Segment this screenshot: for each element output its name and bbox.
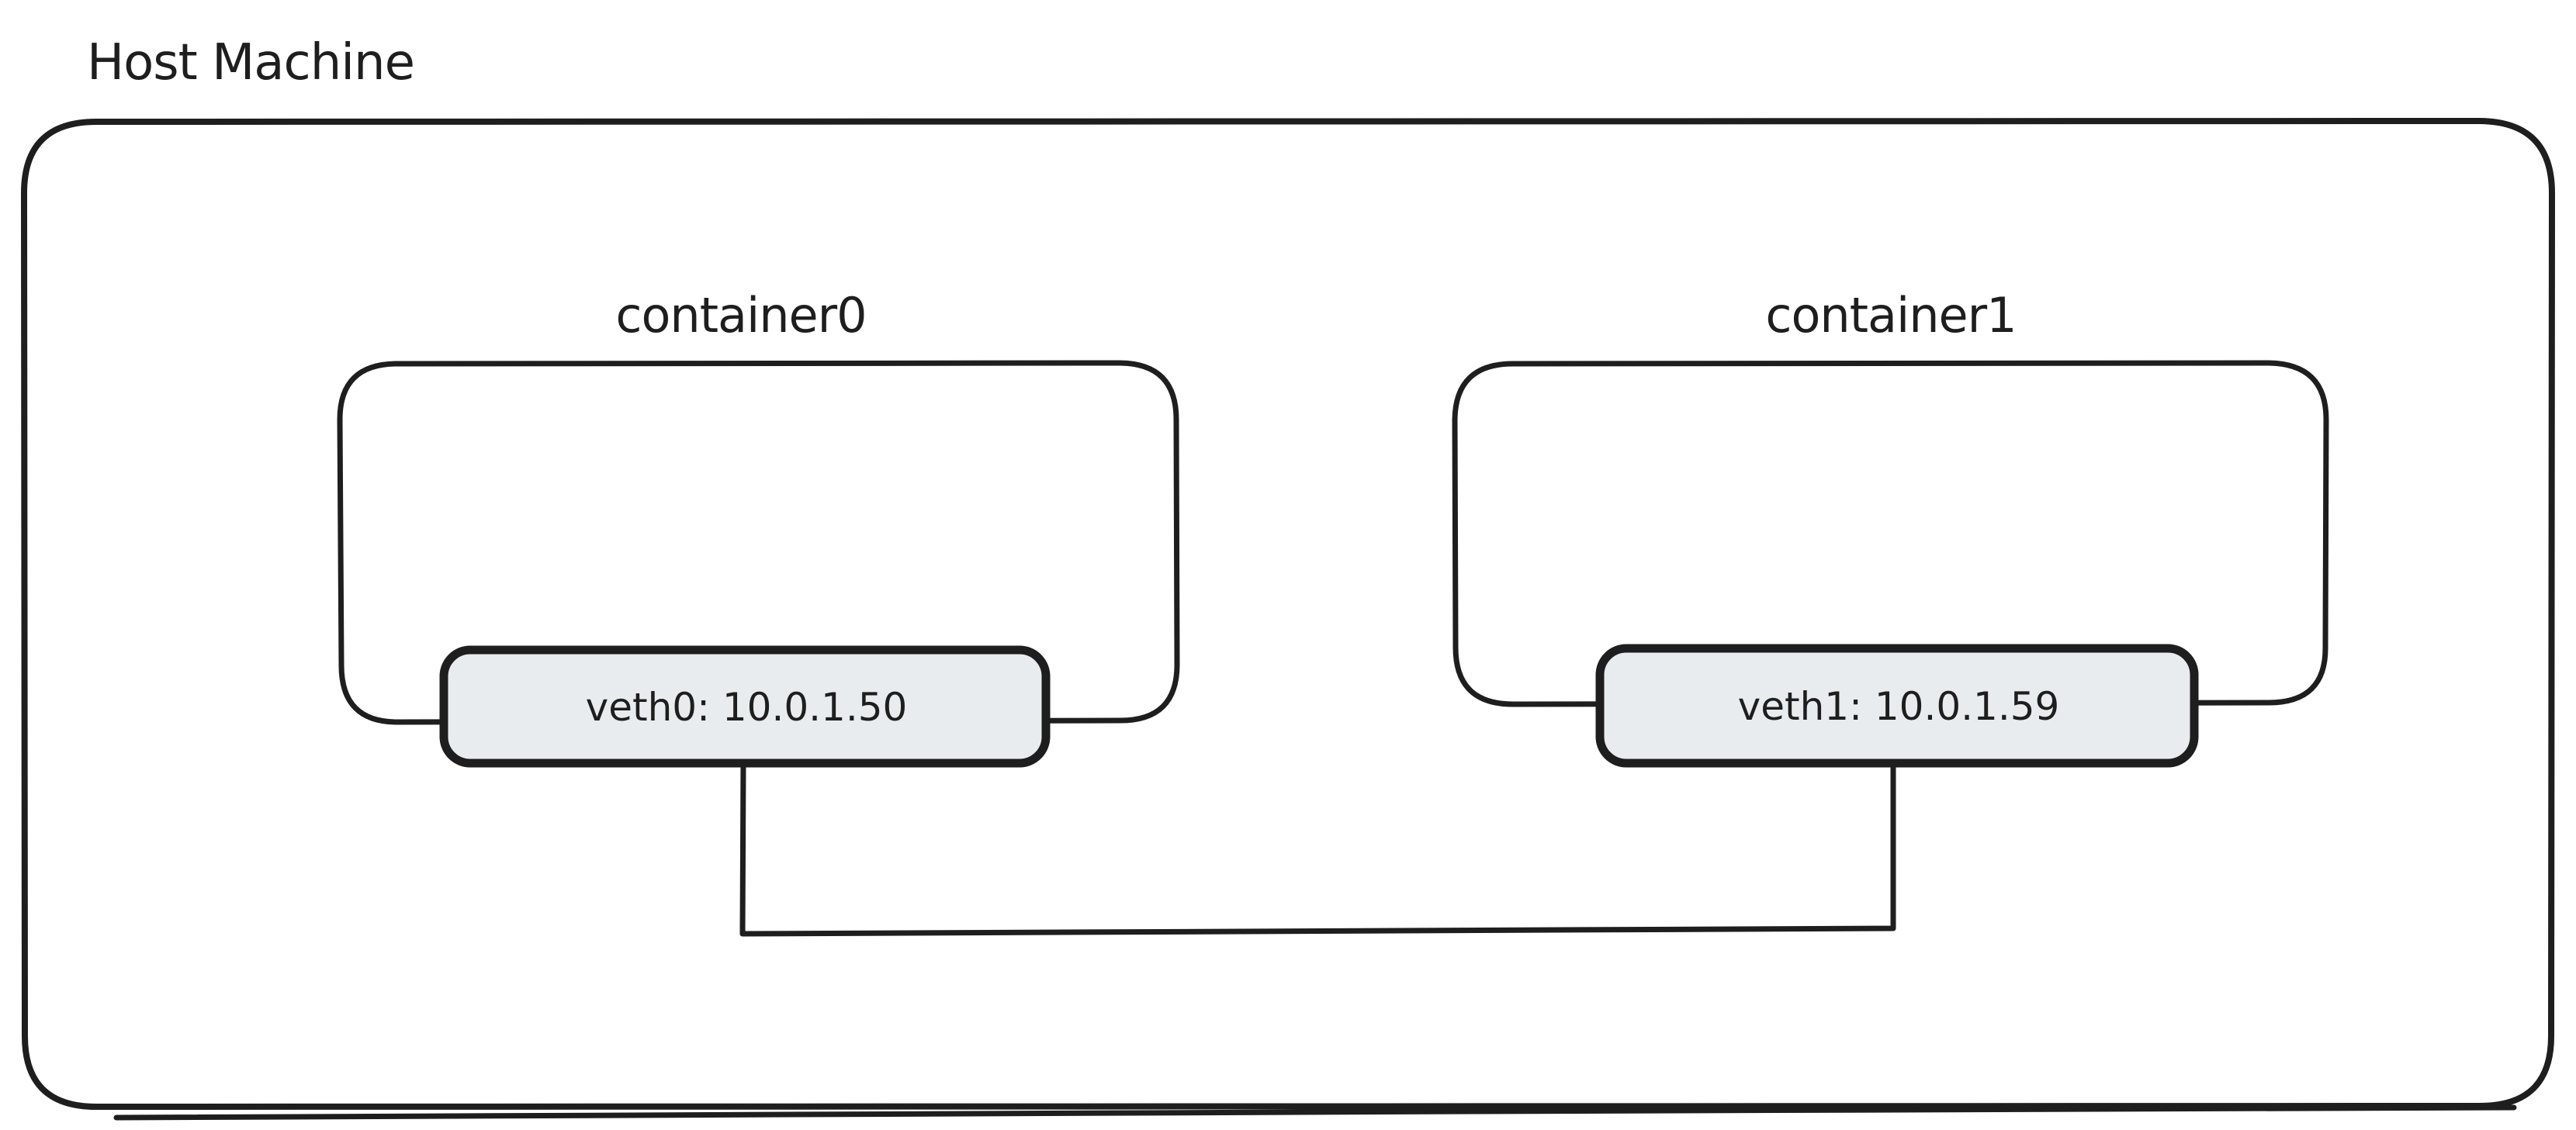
veth0-box	[439, 645, 1051, 768]
host-machine-label: Host Machine	[87, 34, 414, 92]
container0-label: container0	[615, 287, 866, 344]
veth1-interface: veth1: 10.0.1.59	[1595, 644, 2199, 768]
veth0-interface: veth0: 10.0.1.50	[439, 645, 1051, 768]
veth-connector-line	[739, 757, 1896, 937]
container1-group: container1	[1452, 287, 2329, 707]
container0-box	[337, 360, 1180, 725]
container1-box	[1452, 360, 2329, 707]
veth1-label: veth1: 10.0.1.59	[1738, 684, 2060, 729]
veth1-box	[1595, 644, 2199, 768]
veth0-label: veth0: 10.0.1.50	[586, 685, 908, 730]
host-machine-box	[21, 118, 2555, 1110]
host-machine-box-bottom-overstroke	[113, 1104, 2517, 1121]
container1-label: container1	[1765, 287, 2016, 344]
container0-group: container0	[337, 287, 1180, 725]
